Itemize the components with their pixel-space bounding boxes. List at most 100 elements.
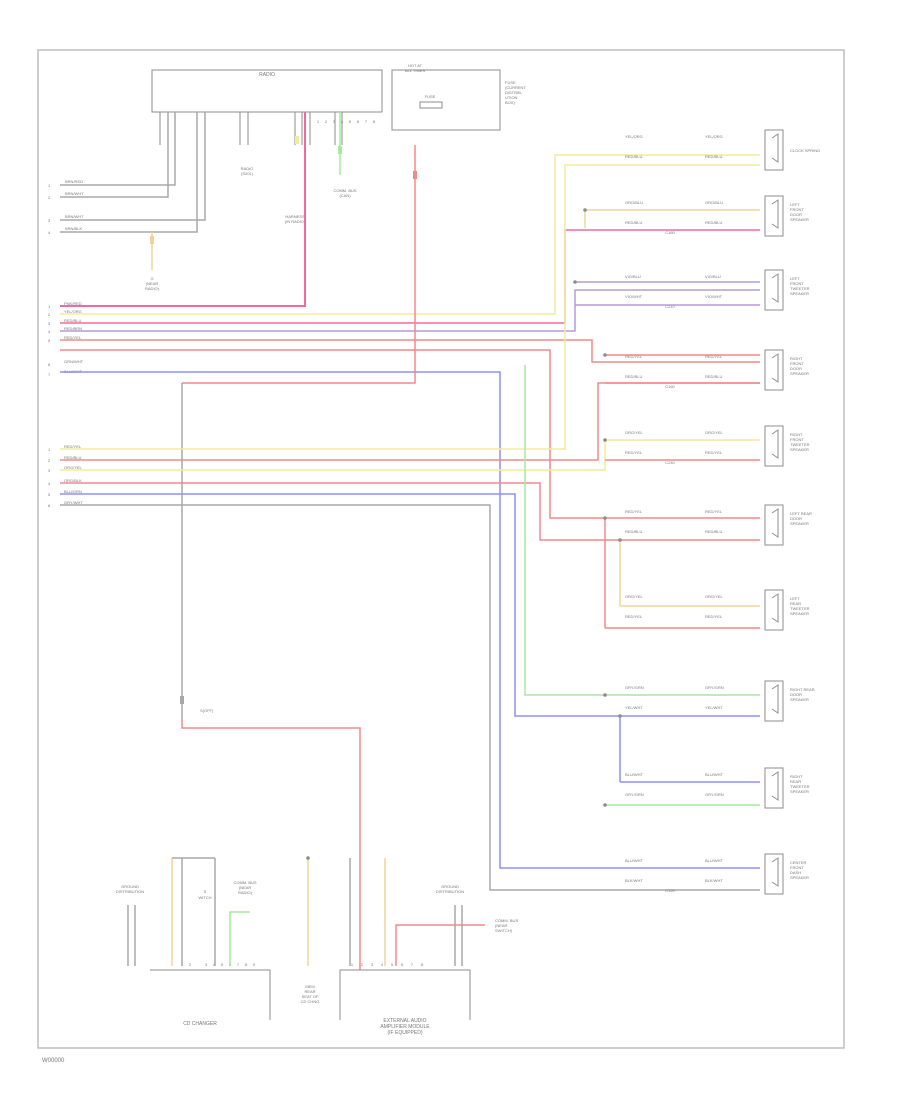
- speaker-5-wire-b-label-left: RED/BLU: [625, 529, 642, 534]
- left-wire-pin: 3: [48, 218, 51, 223]
- fuse-block-description: BOX): [505, 100, 515, 105]
- harness1-label: PNK/RED: [64, 301, 82, 306]
- left-ground-note: GROUND: [121, 884, 139, 889]
- speaker-2-name: TWEETER: [790, 286, 810, 291]
- speaker-3-cone: [771, 353, 779, 383]
- left-wire-pin: 4: [48, 230, 51, 235]
- fuse-block-description: DISTRIB-: [505, 90, 523, 95]
- cd-pin-number: 2: [189, 962, 192, 967]
- amp-wire-red: [395, 924, 485, 966]
- speaker-7-body: [764, 680, 784, 722]
- speaker-4-cone: [771, 429, 779, 459]
- wire-org-yel: [60, 439, 760, 471]
- harness2-label: RED/BLU: [64, 455, 81, 460]
- amp-label: AMPLIFIER MODULE: [380, 1024, 430, 1030]
- speaker-3-splice: C160: [665, 384, 675, 389]
- speaker-8-wire-a-label: BLU/WHT: [705, 772, 724, 777]
- radio-pin-number: 6: [357, 119, 360, 124]
- amp-pin-number: 5: [391, 962, 394, 967]
- speaker-3-body: [764, 349, 784, 391]
- radio-module: [151, 69, 383, 113]
- harness2-pin: 1: [48, 447, 51, 452]
- speaker-4-name: FRONT: [790, 437, 804, 442]
- speaker-7-name: RIGHT REAR: [790, 687, 815, 692]
- splice-dot-2: [603, 353, 607, 357]
- harness2-pin: 4: [48, 481, 51, 486]
- cd-changer-label: CD CHANGER: [183, 1021, 217, 1027]
- harness1-pin: 4: [48, 329, 51, 334]
- speaker-8-cone: [771, 771, 779, 801]
- cd-comm-note: COMM. BUS: [233, 880, 256, 885]
- speaker-2-name: FRONT: [790, 281, 804, 286]
- amp-pin-number: 2: [361, 962, 364, 967]
- speaker-8-name: SPEAKER: [790, 789, 809, 794]
- splice-dot-0: [583, 208, 587, 212]
- radio-pin-number: 4: [341, 119, 344, 124]
- speaker-2-wire-a-label: VIO/BLU: [705, 274, 721, 279]
- wire-blu-grn: [60, 493, 760, 717]
- harness-note: HARNESS: [285, 214, 305, 219]
- radio-connector-yellow: [295, 136, 299, 144]
- cd-comm-note: RADIO): [238, 890, 253, 895]
- speaker-4-wire-b-label-left: RED/YEL: [625, 450, 643, 455]
- cd-pin-number: 8: [245, 962, 248, 967]
- splice-dot-7: [618, 714, 622, 718]
- radio-splice-note: RADIO: [241, 166, 254, 171]
- amp-pin-number: 6: [401, 962, 404, 967]
- speaker-1-body: [764, 195, 784, 237]
- harness2-pin: 2: [48, 458, 51, 463]
- speaker-9-name: FRONT: [790, 865, 804, 870]
- harness1-label: RED/BLU: [64, 318, 81, 323]
- left-wire-pin: 2: [48, 195, 51, 200]
- speaker-7-cone: [771, 684, 779, 714]
- harness1-pin: 5: [48, 338, 51, 343]
- splice-dot-4: [603, 516, 607, 520]
- mid-note: SEAT OF: [302, 994, 319, 999]
- speaker-6-wire-b-label-left: RED/YEL: [625, 614, 643, 619]
- speaker-3-wire-b-label-left: RED/BLU: [625, 374, 642, 379]
- speaker-9-body: [764, 853, 784, 895]
- right-ground-note: DISTRIBUTION: [436, 889, 464, 894]
- speaker-9-wire-b-label-left: BLK/WHT: [625, 878, 643, 883]
- speaker-0-body: [764, 129, 784, 171]
- speaker-0-wire-a-label-left: YEL/ORG: [625, 134, 643, 139]
- speaker-2-splice: C210: [665, 304, 675, 309]
- speaker-4-wire-a-label: ORG/YEL: [705, 430, 724, 435]
- harness1-pin: 1: [48, 304, 51, 309]
- left-wire-pin: 1: [48, 183, 51, 188]
- comm-bus-connector: [338, 146, 342, 154]
- left-wire-label: BRN/BLK: [65, 226, 82, 231]
- wire-org-blk: [60, 482, 760, 541]
- radio-pin-number: 3: [333, 119, 336, 124]
- speaker-3-name: FRONT: [790, 361, 804, 366]
- speaker-1-wire-b-label: RED/BLU: [705, 220, 722, 225]
- speaker-9-name: CENTER: [790, 860, 807, 865]
- wire-yel-org: [60, 154, 760, 315]
- speaker-2-wire-b-label-left: VIO/WHT: [625, 294, 643, 299]
- mid-dot: [306, 856, 310, 860]
- speaker-5-wire-b-label: RED/BLU: [705, 529, 722, 534]
- speaker-5-wire-a-label: RED/YEL: [705, 509, 723, 514]
- speaker-6-body: [764, 589, 784, 631]
- speaker-4-body: [764, 425, 784, 467]
- speaker-1-name: SPEAKER: [790, 217, 809, 222]
- diagram-frame: [37, 49, 845, 1049]
- speaker-8-name: RIGHT: [790, 774, 803, 779]
- speaker-7-name: SPEAKER: [790, 697, 809, 702]
- speaker-9-name: SPEAKER: [790, 875, 809, 880]
- speaker-2-wire-b-label: VIO/WHT: [705, 294, 723, 299]
- ground-note: G: [150, 276, 153, 281]
- speaker-1-name: LEFT: [790, 202, 800, 207]
- harness1-label: RED/YEL: [64, 335, 82, 340]
- speaker-2-name: SPEAKER: [790, 291, 809, 296]
- amp-pin-number: 1: [351, 962, 354, 967]
- harness1-label: RED/BRN: [64, 326, 82, 331]
- wire-red-yel-2: [60, 164, 760, 450]
- speaker-6-wire-b-label: RED/YEL: [705, 614, 723, 619]
- speaker-9-wire-b-label: BLK/WHT: [705, 878, 723, 883]
- comm-bus-note: COMM. BUS: [333, 188, 356, 193]
- wire-brn-wht-b: [60, 112, 206, 221]
- radio-label: RADIO: [259, 72, 275, 78]
- wire-amp-feed: [181, 720, 361, 970]
- harness1-pin: 3: [48, 321, 51, 326]
